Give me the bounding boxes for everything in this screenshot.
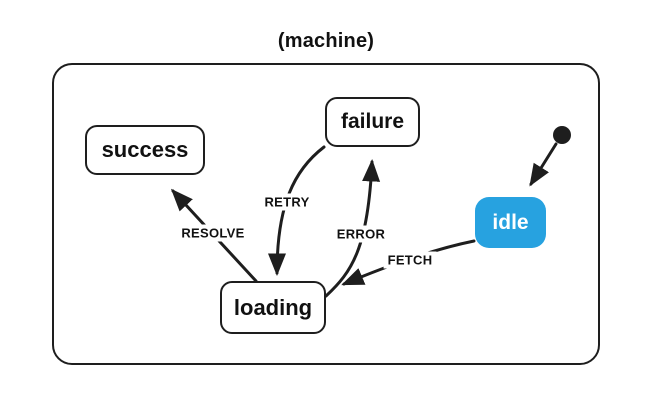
state-success[interactable]: success [85, 125, 205, 175]
state-idle-label: idle [492, 210, 529, 234]
error-arrow [324, 159, 381, 298]
initial-state-dot [553, 126, 571, 144]
state-idle-active[interactable]: idle [475, 197, 546, 248]
transition-label-fetch[interactable]: FETCH [383, 251, 437, 269]
state-success-label: success [101, 137, 189, 162]
machine-title: (machine) [277, 30, 375, 52]
transition-label-resolve[interactable]: RESOLVE [177, 224, 249, 242]
transition-label-retry[interactable]: RETRY [260, 193, 314, 211]
retry-arrow [268, 145, 326, 276]
transition-label-error[interactable]: ERROR [332, 225, 390, 243]
state-failure[interactable]: failure [325, 97, 420, 147]
state-loading-label: loading [233, 294, 313, 320]
state-loading[interactable]: loading [220, 281, 326, 334]
initial-arrow [529, 142, 558, 187]
state-failure-label: failure [340, 110, 405, 133]
